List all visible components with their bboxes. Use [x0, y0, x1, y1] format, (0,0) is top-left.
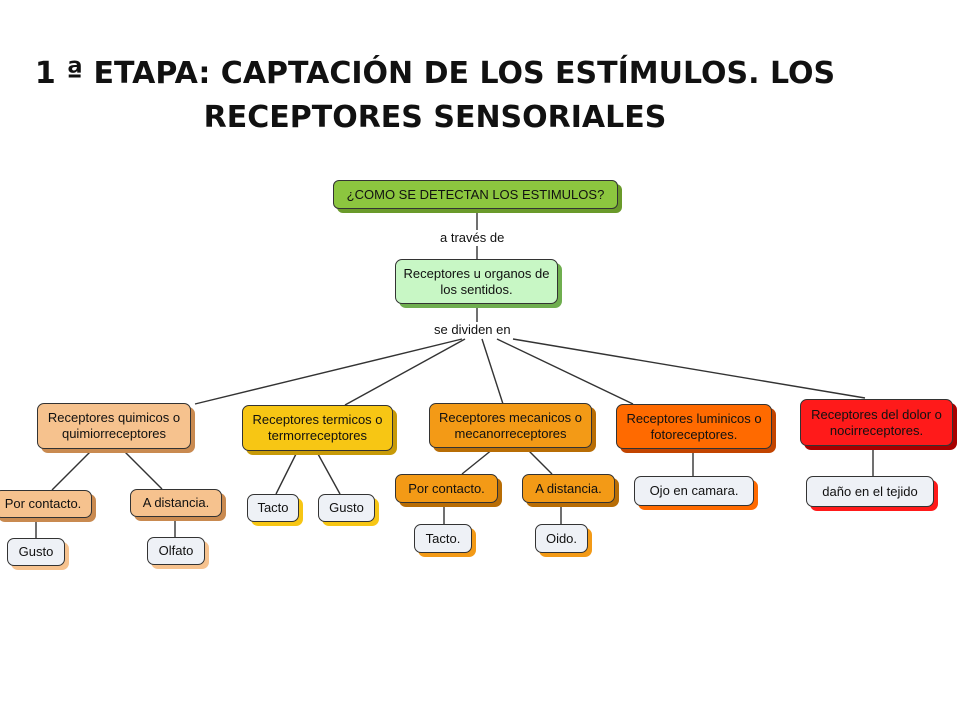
- connector-link2-termicos: [344, 338, 466, 406]
- termicos-gusto-text: Gusto: [329, 500, 364, 515]
- connector-mecanicos-contacto: [461, 448, 494, 475]
- connector-termicos-gusto: [317, 453, 341, 495]
- quimicos-text: Receptores quimicos o quimiorreceptores: [47, 410, 181, 441]
- dolor-dano-node: daño en el tejido: [806, 476, 934, 507]
- dolor-text: Receptores del dolor o nocirreceptores.: [811, 406, 942, 438]
- mecanicos-distancia-text: A distancia.: [535, 480, 602, 496]
- mecanicos-distancia-node: A distancia.: [522, 474, 615, 503]
- quimicos-node: Receptores quimicos o quimiorreceptores: [37, 403, 191, 449]
- receptores-organos-node: Receptores u organos de los sentidos.: [395, 259, 558, 304]
- termicos-node: Receptores termicos o termorreceptores: [242, 405, 393, 451]
- mecanicos-oido-node: Oido.: [535, 524, 588, 553]
- termicos-tacto-node: Tacto: [247, 494, 299, 522]
- connector-link2-quimicos: [194, 338, 463, 405]
- mecanicos-contacto-text: Por contacto.: [408, 480, 485, 496]
- luminicos-node: Receptores luminicos o fotoreceptores.: [616, 404, 772, 449]
- mecanicos-text: Receptores mecanicos o mecanorreceptores: [438, 409, 583, 441]
- luminicos-text: Receptores luminicos o fotoreceptores.: [626, 410, 762, 442]
- mecanicos-tacto-node: Tacto.: [414, 524, 472, 553]
- root-question-text: ¿COMO SE DETECTAN LOS ESTIMULOS?: [346, 186, 605, 202]
- connector-link2-dolor: [512, 338, 866, 399]
- quimicos-olfato-node: Olfato: [147, 537, 205, 565]
- termicos-text: Receptores termicos o termorreceptores: [252, 412, 383, 443]
- connector-mecanicos-distancia: [526, 448, 553, 475]
- quimicos-gusto-node: Gusto: [7, 538, 65, 566]
- mecanicos-node: Receptores mecanicos o mecanorreceptores: [429, 403, 592, 448]
- mecanicos-tacto-text: Tacto.: [425, 530, 461, 546]
- luminicos-ojo-node: Ojo en camara.: [634, 476, 754, 506]
- termicos-gusto-node: Gusto: [318, 494, 375, 522]
- quimicos-contacto-node: Por contacto.: [0, 490, 92, 518]
- connector-quimicos-contacto: [51, 451, 91, 491]
- dolor-node: Receptores del dolor o nocirreceptores.: [800, 399, 953, 446]
- link-label-a-traves-de: a través de: [437, 230, 508, 245]
- root-question-node: ¿COMO SE DETECTAN LOS ESTIMULOS?: [333, 180, 618, 209]
- termicos-tacto-text: Tacto: [257, 500, 289, 515]
- quimicos-distancia-text: A distancia.: [142, 495, 210, 510]
- quimicos-contacto-text: Por contacto.: [4, 496, 82, 511]
- quimicos-distancia-node: A distancia.: [130, 489, 222, 517]
- connector-link2-luminicos: [496, 338, 634, 405]
- luminicos-ojo-text: Ojo en camara.: [649, 483, 739, 498]
- title-line-1: 1 ª ETAPA: CAPTACIÓN DE LOS ESTÍMULOS. L…: [34, 56, 836, 91]
- quimicos-olfato-text: Olfato: [158, 543, 194, 558]
- quimicos-gusto-text: Gusto: [18, 544, 54, 559]
- mecanicos-oido-text: Oido.: [545, 530, 578, 546]
- mecanicos-contacto-node: Por contacto.: [395, 474, 498, 503]
- title-line-2: RECEPTORES SENSORIALES: [203, 100, 667, 135]
- dolor-dano-text: daño en el tejido: [822, 483, 918, 499]
- receptores-organos-text: Receptores u organos de los sentidos.: [403, 265, 550, 297]
- page-title: 1 ª ETAPA: CAPTACIÓN DE LOS ESTÍMULOS. L…: [0, 52, 960, 140]
- link-label-se-dividen-en: se dividen en: [431, 322, 514, 337]
- connector-termicos-tacto: [275, 453, 297, 495]
- connector-link2-mecanicos: [481, 338, 504, 405]
- connector-quimicos-distancia: [124, 451, 163, 490]
